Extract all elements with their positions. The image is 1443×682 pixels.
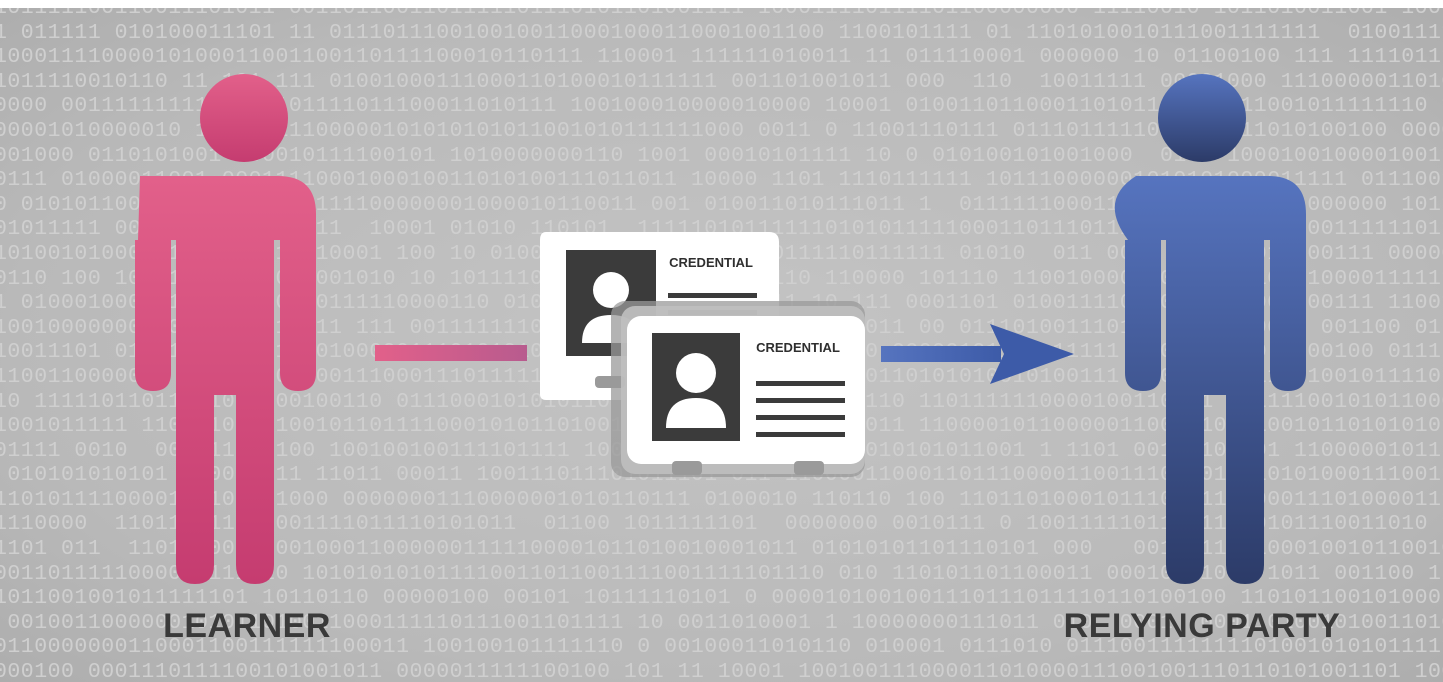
relying-party-label: RELYING PARTY — [1063, 607, 1341, 645]
relying-party-person-icon — [1114, 74, 1306, 584]
credential-card-back-title: CREDENTIAL — [669, 255, 753, 270]
learner-connector-line — [375, 345, 527, 361]
learner-label: LEARNER — [163, 607, 331, 645]
learner-person-icon — [135, 74, 316, 584]
relying-party-arrow — [881, 324, 1074, 384]
credential-card-front-title: CREDENTIAL — [756, 340, 840, 355]
top-border — [0, 0, 1443, 8]
credential-card-front — [627, 316, 865, 475]
